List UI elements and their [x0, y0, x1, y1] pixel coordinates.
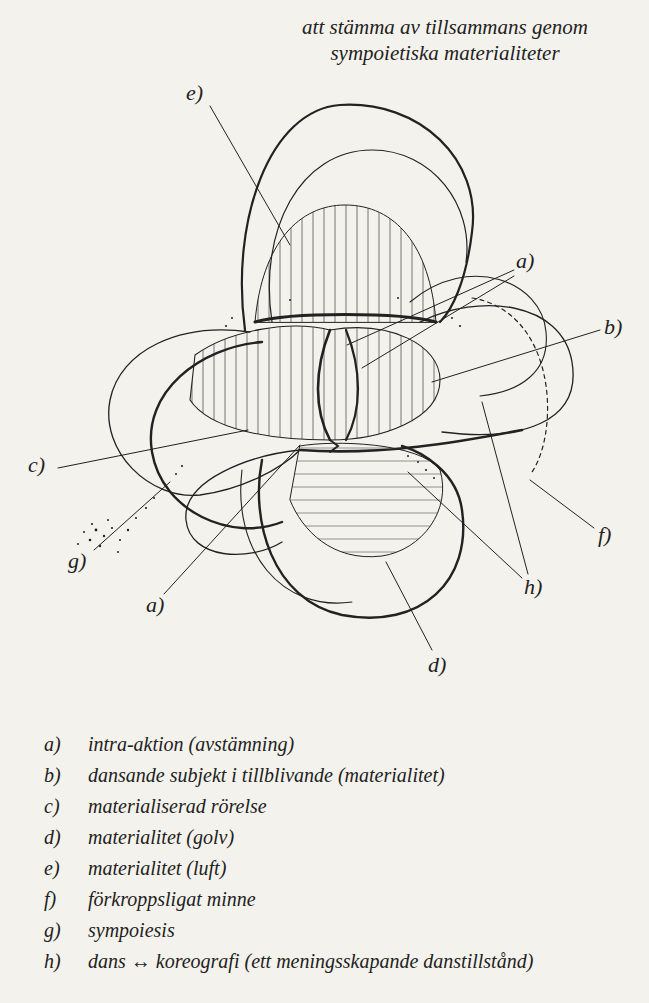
key-letter: e): [44, 856, 60, 880]
callout-letter: f): [598, 522, 611, 548]
key-letter: b): [44, 763, 61, 787]
callout-letter: b): [604, 314, 622, 340]
key-text: förkroppsligat minne: [88, 887, 608, 911]
callout-letter: e): [186, 80, 203, 106]
key-text: materialitet (golv): [88, 825, 608, 849]
key-text: dansande subjekt i tillblivande (materia…: [88, 763, 608, 787]
callout-letter: c): [28, 452, 45, 478]
key-text: materialiserad rörelse: [88, 794, 608, 818]
key-letter: f): [44, 887, 56, 911]
callout-letter: g): [68, 548, 86, 574]
key-text: sympoiesis: [88, 918, 608, 942]
key-text: materialitet (luft): [88, 856, 608, 880]
key-letter: g): [44, 918, 61, 942]
diagram-title: att stämma av tillsammans genom sympoiet…: [280, 14, 610, 67]
key-text: dans ↔ koreografi (ett meningsskapande d…: [88, 949, 608, 973]
key-letter: a): [44, 732, 61, 756]
key-text: intra-aktion (avstämning): [88, 732, 608, 756]
callout-letter: a): [146, 592, 164, 618]
key-letter: d): [44, 825, 61, 849]
callout-letter: d): [428, 652, 446, 678]
callout-letter: a): [516, 248, 534, 274]
key-letter: h): [44, 949, 61, 973]
key-letter: c): [44, 794, 60, 818]
callout-letter: h): [524, 574, 542, 600]
